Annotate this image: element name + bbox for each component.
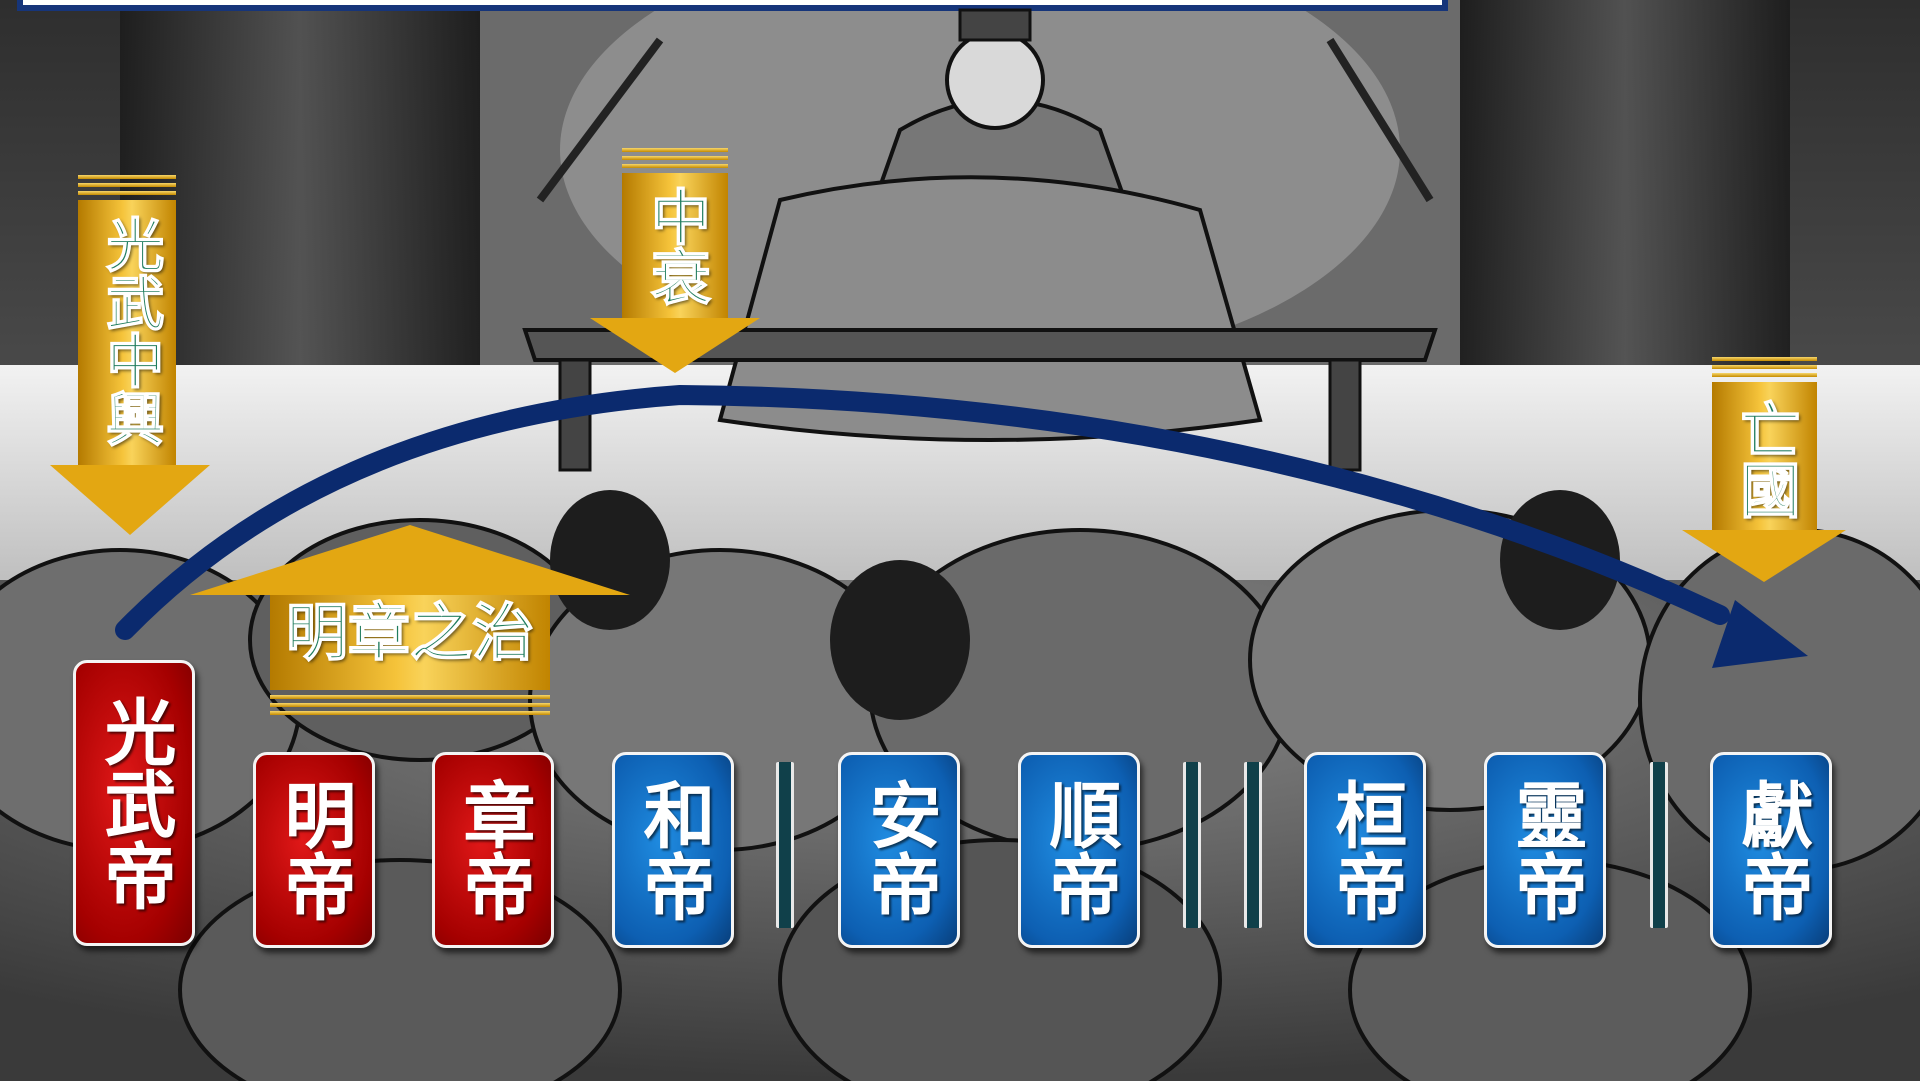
- emperor-tile-xian: 獻帝: [1710, 752, 1832, 948]
- emperor-name: 靈帝: [1503, 778, 1588, 922]
- emperor-name: 順帝: [1037, 778, 1122, 922]
- emperor-name: 光武帝: [92, 695, 177, 911]
- emperor-name: 明帝: [272, 778, 357, 922]
- emperor-name: 和帝: [631, 778, 716, 922]
- separator-bar: [1183, 762, 1201, 928]
- wangguo-label: 亡國: [1729, 398, 1800, 520]
- emperor-name: 章帝: [451, 778, 536, 922]
- emperor-tile-zhang: 章帝: [432, 752, 554, 948]
- mingzhang-zhizhi-arrow: 明章之治: [190, 525, 630, 720]
- emperor-tile-ling: 靈帝: [1484, 752, 1606, 948]
- emperor-tile-he: 和帝: [612, 752, 734, 948]
- separator-bar: [1650, 762, 1668, 928]
- emperor-name: 桓帝: [1323, 778, 1408, 922]
- emperor-name: 獻帝: [1729, 778, 1814, 922]
- wangguo-arrow: 亡國: [1682, 357, 1847, 582]
- zhongshuai-label: 中衰: [640, 185, 711, 307]
- separator-bar: [1244, 762, 1262, 928]
- zhongshuai-arrow: 中衰: [590, 148, 760, 373]
- emperor-tile-ming: 明帝: [253, 752, 375, 948]
- emperor-tile-huan: 桓帝: [1304, 752, 1426, 948]
- emperor-name: 安帝: [857, 778, 942, 922]
- separator-bar: [776, 762, 794, 928]
- emperor-tile-guangwu: 光武帝: [73, 660, 195, 946]
- trend-arrow-head: [1712, 600, 1808, 668]
- guangwu-zhongxing-arrow: 光武中興: [50, 175, 210, 540]
- mingzhang-zhizhi-label: 明章之治: [285, 596, 535, 669]
- guangwu-zhongxing-label: 光武中興: [96, 214, 165, 448]
- emperor-tile-shun: 順帝: [1018, 752, 1140, 948]
- emperor-tile-an: 安帝: [838, 752, 960, 948]
